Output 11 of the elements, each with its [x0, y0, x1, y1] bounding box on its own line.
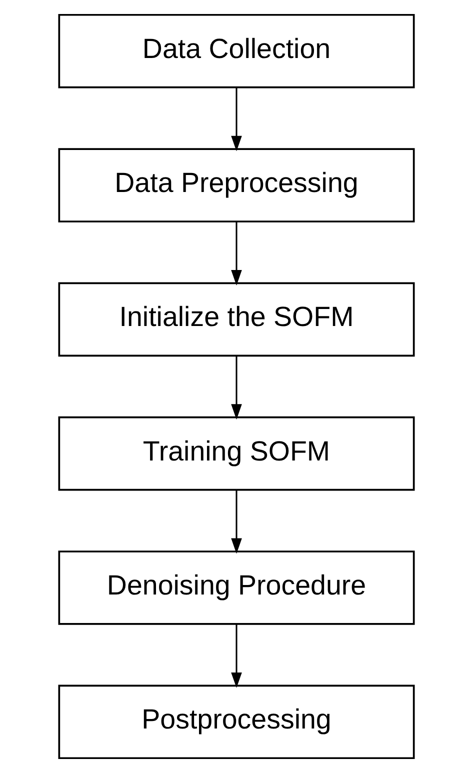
arrow [231, 222, 242, 286]
arrow [231, 356, 242, 420]
node-box: Denoising Procedure [58, 550, 415, 625]
node-box: Initialize the SOFM [58, 282, 415, 357]
arrow [231, 490, 242, 554]
arrow [231, 88, 242, 152]
node-box: Data Preprocessing [58, 148, 415, 222]
node-box: Postprocessing [58, 684, 415, 760]
node-box: Training SOFM [58, 416, 415, 491]
arrow [231, 624, 242, 688]
node-box: Data Collection [58, 14, 415, 88]
